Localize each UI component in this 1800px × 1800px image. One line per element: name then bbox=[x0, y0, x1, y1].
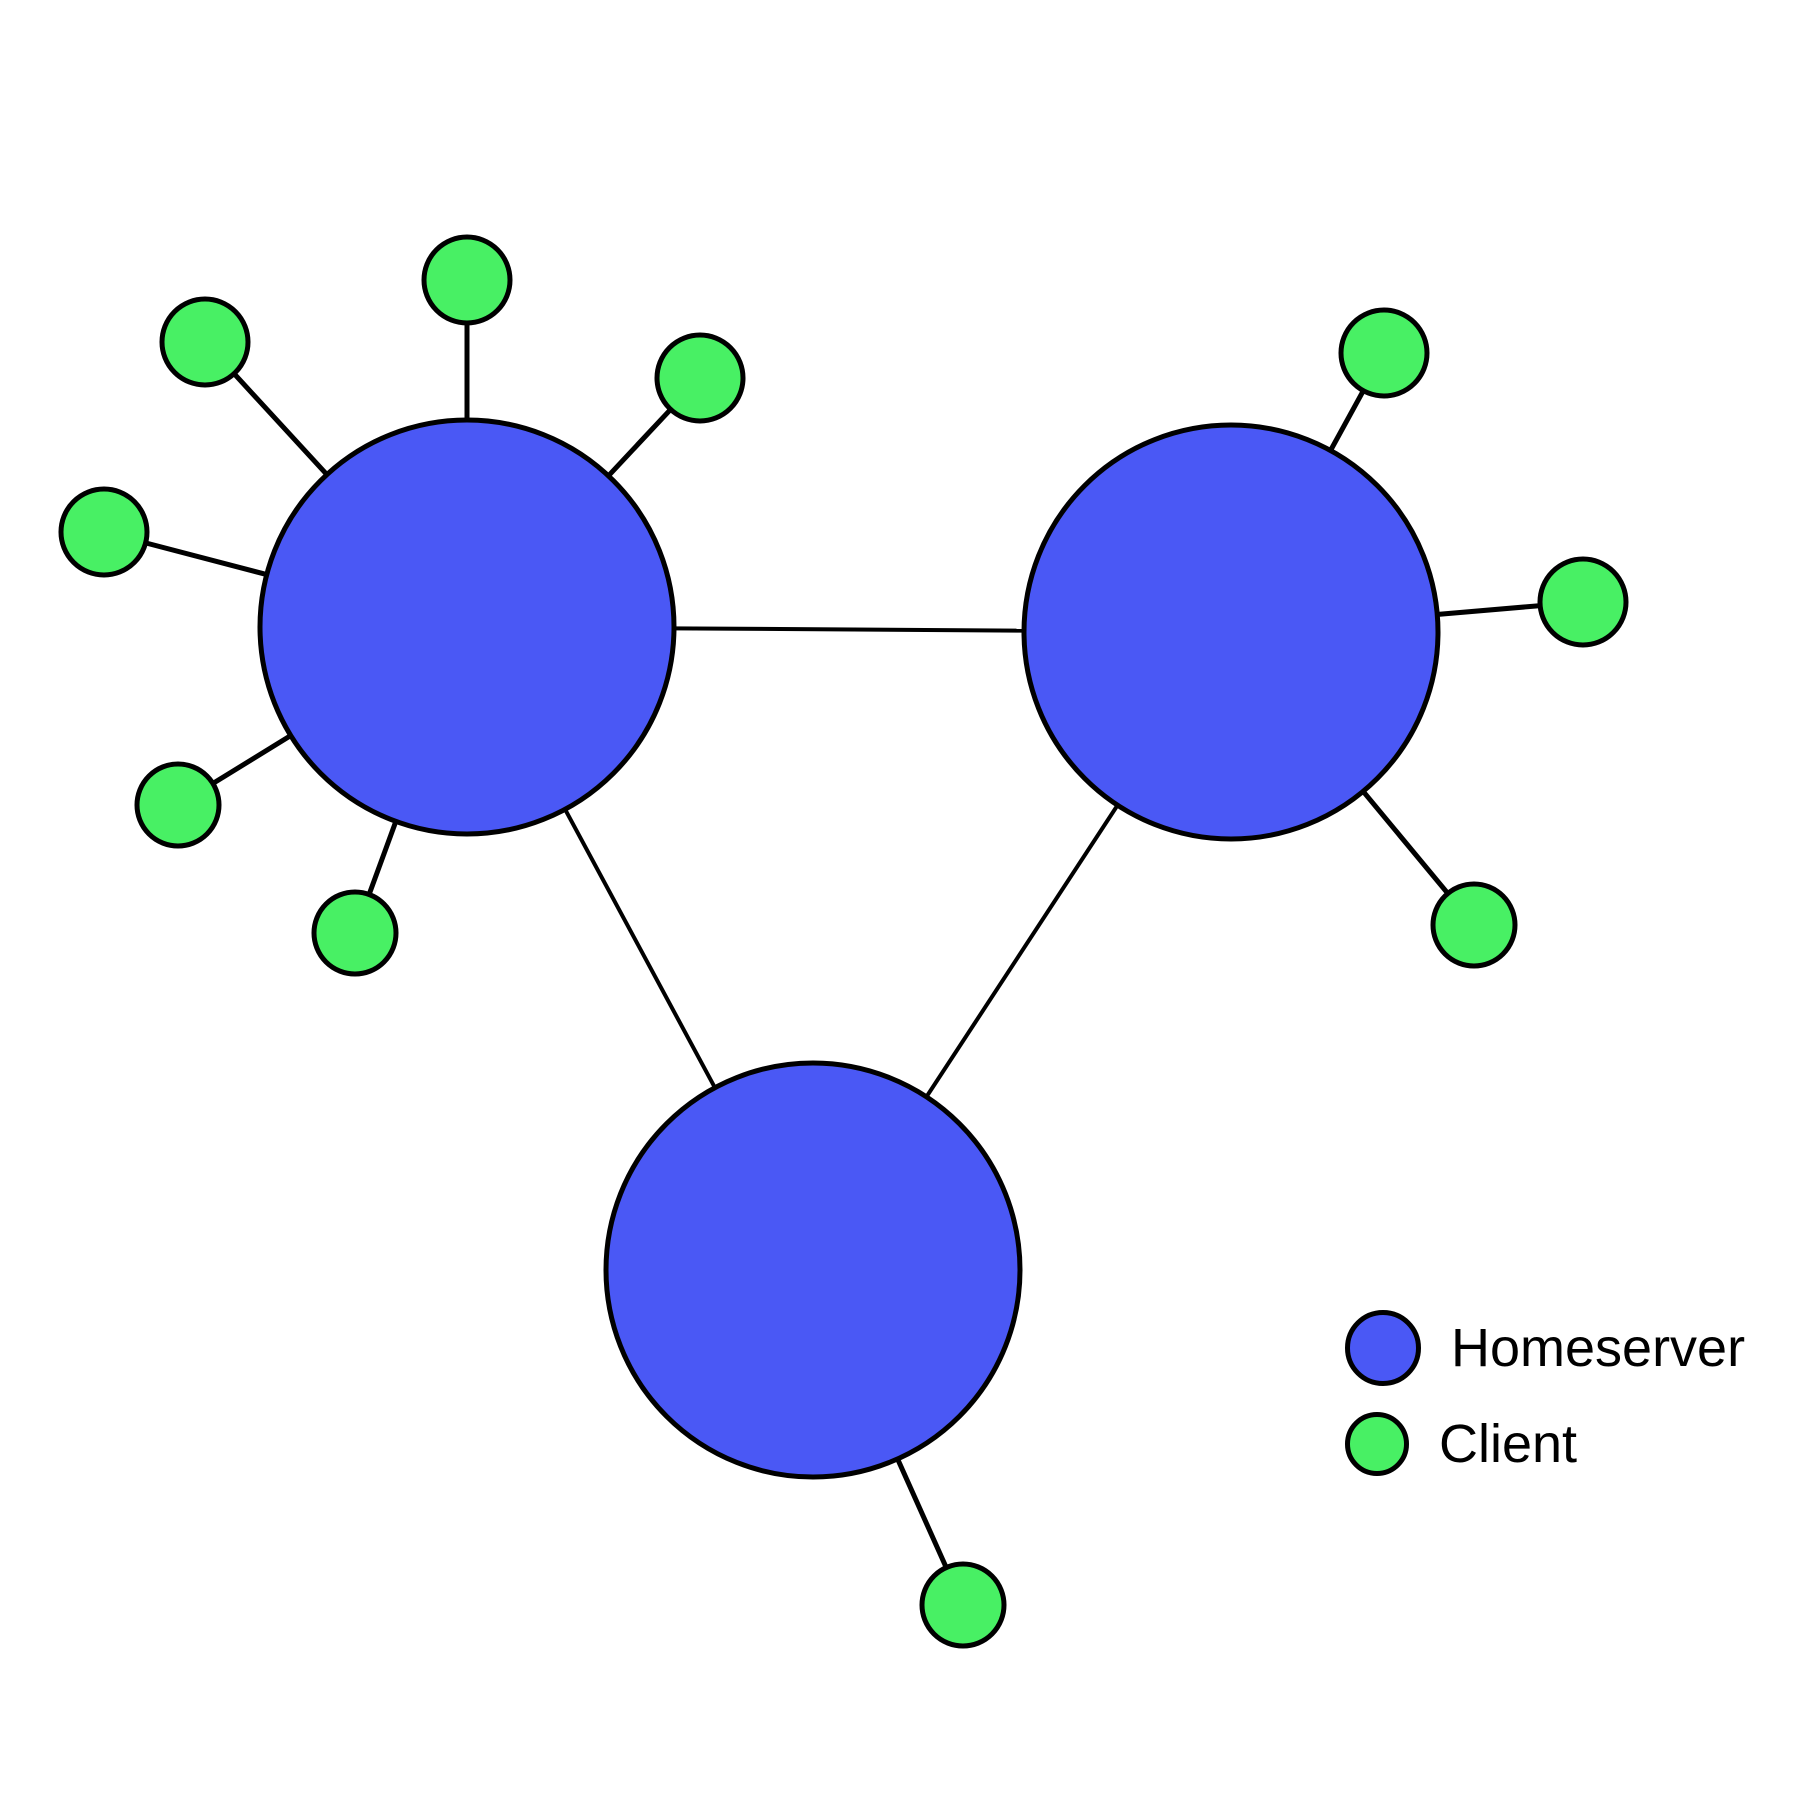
edge-layer bbox=[143, 321, 1543, 1571]
node-layer bbox=[58, 234, 1629, 1649]
client-node-c5[interactable] bbox=[311, 889, 399, 977]
edge-hs1-c2 bbox=[230, 370, 331, 478]
edge-hs1-c3 bbox=[143, 539, 270, 578]
edge-hs3-c10 bbox=[894, 1456, 950, 1571]
client-node-c9[interactable] bbox=[1430, 881, 1518, 969]
edge-hs1-c6 bbox=[605, 406, 674, 480]
client-node-c7[interactable] bbox=[1338, 307, 1430, 399]
legend-swatch-client-icon bbox=[1345, 1412, 1409, 1476]
client-node-c10[interactable] bbox=[919, 1561, 1007, 1649]
legend-label-homeserver: Homeserver bbox=[1451, 1318, 1746, 1378]
edge-hs1-hs2 bbox=[671, 626, 1027, 633]
legend-swatch-homeserver-icon bbox=[1345, 1310, 1421, 1386]
legend-item-homeserver: Homeserver bbox=[1345, 1310, 1745, 1386]
edge-hs1-c4 bbox=[209, 732, 294, 787]
client-node-c8[interactable] bbox=[1537, 556, 1629, 648]
edge-hs1-c5 bbox=[366, 818, 399, 898]
legend-item-client: Client bbox=[1345, 1412, 1745, 1476]
client-node-c6[interactable] bbox=[654, 332, 746, 424]
edge-hs1-hs3 bbox=[562, 806, 718, 1091]
legend-label-client: Client bbox=[1439, 1414, 1578, 1474]
client-node-c2[interactable] bbox=[159, 296, 251, 388]
homeserver-node-hs3[interactable] bbox=[603, 1060, 1023, 1480]
client-node-c3[interactable] bbox=[58, 486, 150, 578]
edge-hs2-c7 bbox=[1327, 387, 1367, 454]
client-node-c1[interactable] bbox=[421, 234, 513, 326]
edge-hs2-hs3 bbox=[923, 802, 1121, 1100]
homeserver-node-hs2[interactable] bbox=[1021, 422, 1441, 842]
edge-hs2-c9 bbox=[1359, 788, 1452, 897]
edge-hs2-c8 bbox=[1435, 602, 1543, 618]
client-node-c4[interactable] bbox=[134, 761, 222, 849]
homeserver-node-hs1[interactable] bbox=[257, 417, 677, 837]
